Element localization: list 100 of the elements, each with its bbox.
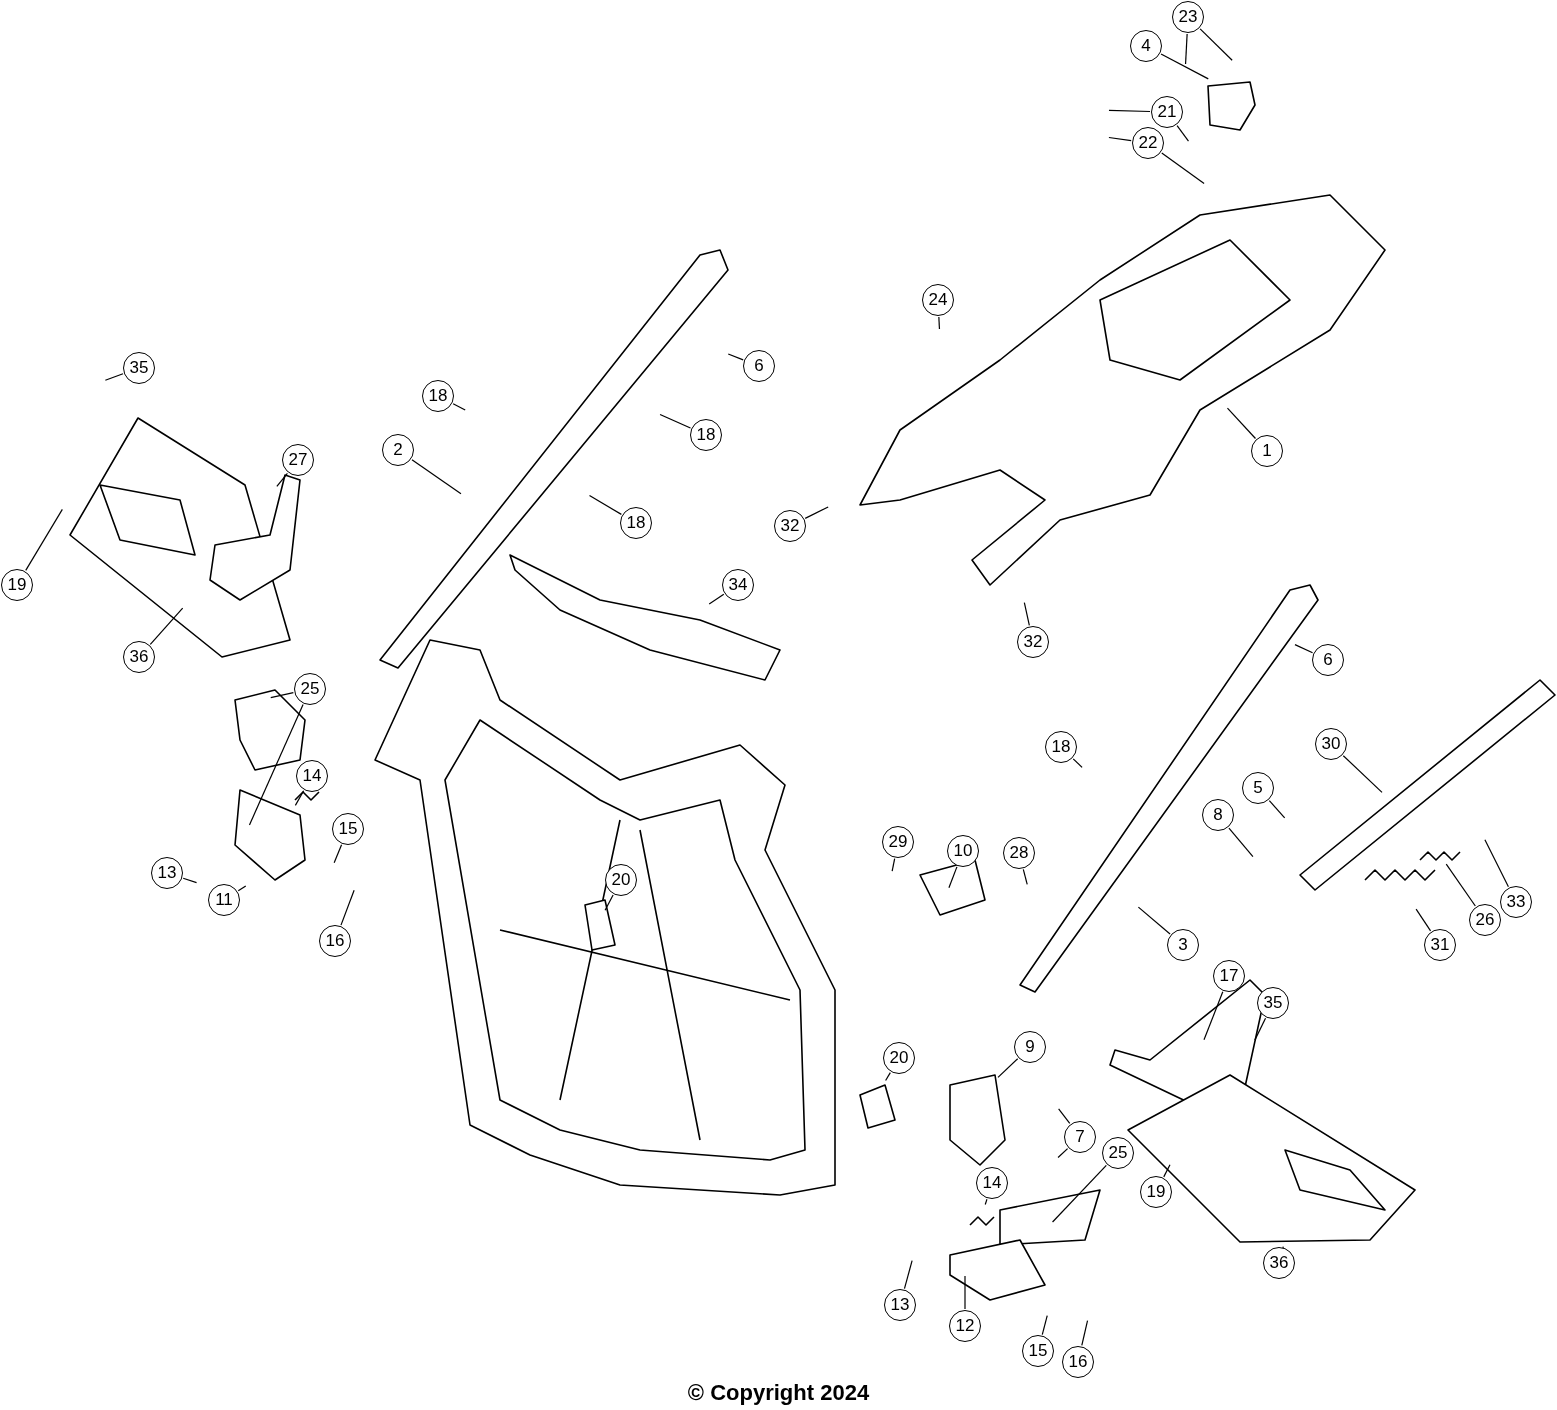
callout-number: 16 [319, 925, 351, 957]
callout-number: 4 [1130, 30, 1162, 62]
leader-line [237, 885, 247, 892]
leader-line [411, 459, 462, 495]
leader-line [708, 593, 725, 605]
callout-number: 25 [1102, 1137, 1134, 1169]
callout-number: 31 [1424, 929, 1456, 961]
leader-line [1108, 136, 1132, 142]
callout-number: 7 [1064, 1121, 1096, 1153]
callout-number: 32 [774, 510, 806, 542]
leader-line [340, 889, 355, 926]
leader-line [1254, 1017, 1267, 1041]
leader-line [1160, 53, 1209, 80]
leader-line [1203, 991, 1224, 1041]
callout-number: 14 [976, 1167, 1008, 1199]
leader-line [25, 508, 63, 571]
leader-line [333, 844, 343, 864]
leader-line [885, 1072, 891, 1082]
callout-number: 6 [1312, 644, 1344, 676]
callout-number: 2 [382, 434, 414, 466]
leader-line [1199, 28, 1233, 61]
leader-line [1228, 827, 1254, 858]
callout-number: 30 [1315, 728, 1347, 760]
leader-line [984, 1198, 988, 1206]
callout-number: 19 [1, 569, 33, 601]
leader-line [1176, 125, 1190, 142]
leader-line [1081, 1320, 1089, 1347]
callout-number: 28 [1003, 837, 1035, 869]
leader-line [1163, 1164, 1171, 1178]
callout-number: 33 [1500, 886, 1532, 918]
leader-line [948, 866, 958, 889]
callout-number: 34 [722, 569, 754, 601]
callout-number: 17 [1213, 960, 1245, 992]
leader-line [452, 403, 466, 411]
callout-number: 18 [422, 380, 454, 412]
leader-line [1058, 1108, 1071, 1125]
leader-line [604, 894, 614, 911]
leader-line [1415, 908, 1432, 932]
leader-line [182, 877, 198, 884]
callout-number: 29 [882, 826, 914, 858]
leader-line [294, 790, 305, 806]
callout-number: 35 [123, 352, 155, 384]
callout-number: 24 [922, 284, 954, 316]
leader-line [1268, 800, 1286, 819]
leader-line [997, 1058, 1019, 1078]
leader-line [1342, 755, 1383, 794]
leader-line [804, 506, 829, 519]
callout-number: 19 [1140, 1176, 1172, 1208]
leader-line [938, 316, 941, 330]
leader-line [276, 472, 288, 487]
callout-number: 13 [151, 857, 183, 889]
callout-number: 8 [1202, 799, 1234, 831]
callout-number: 20 [883, 1042, 915, 1074]
callout-number: 21 [1151, 96, 1183, 128]
leader-line [903, 1260, 913, 1290]
callout-number: 6 [743, 350, 775, 382]
callout-number: 1 [1251, 435, 1283, 467]
leader-line [1041, 1315, 1048, 1336]
leader-line [1184, 33, 1188, 65]
callout-number: 10 [947, 835, 979, 867]
leader-line [1072, 758, 1083, 768]
callout-number: 13 [884, 1289, 916, 1321]
callout-number: 5 [1242, 772, 1274, 804]
callout-number: 16 [1062, 1346, 1094, 1378]
callout-number: 15 [1022, 1335, 1054, 1367]
leader-line [1108, 109, 1151, 113]
leader-line [149, 607, 184, 645]
leader-line [104, 373, 124, 381]
leader-line [248, 703, 304, 826]
callout-number: 18 [620, 507, 652, 539]
leader-line [1484, 839, 1509, 888]
leader-line [1294, 644, 1314, 654]
callout-number: 26 [1469, 904, 1501, 936]
callout-number: 25 [294, 673, 326, 705]
callout-number: 32 [1017, 626, 1049, 658]
leader-line [891, 858, 896, 872]
callout-number: 35 [1257, 987, 1289, 1019]
leader-line [588, 494, 622, 515]
leader-line [659, 413, 692, 429]
callout-number: 22 [1132, 127, 1164, 159]
leader-line [1161, 152, 1205, 185]
callout-number: 14 [296, 760, 328, 792]
callout-number: 23 [1172, 1, 1204, 33]
copyright-note: © Copyright 2024 [686, 1380, 871, 1406]
callout-number: 3 [1167, 929, 1199, 961]
leader-line [1022, 868, 1028, 885]
leader-line [964, 1275, 966, 1310]
callout-number: 18 [1045, 731, 1077, 763]
leader-line [1137, 906, 1171, 935]
leader-line [270, 692, 294, 699]
callout-number: 36 [1263, 1247, 1295, 1279]
callout-number: 11 [208, 884, 240, 916]
leader-line [727, 353, 744, 361]
callout-number: 12 [949, 1310, 981, 1342]
leader-line [1057, 1148, 1069, 1159]
callout-number: 15 [332, 813, 364, 845]
leader-line [1226, 407, 1257, 440]
callout-number: 18 [690, 419, 722, 451]
leader-line [1051, 1164, 1107, 1223]
callout-number: 9 [1014, 1031, 1046, 1063]
